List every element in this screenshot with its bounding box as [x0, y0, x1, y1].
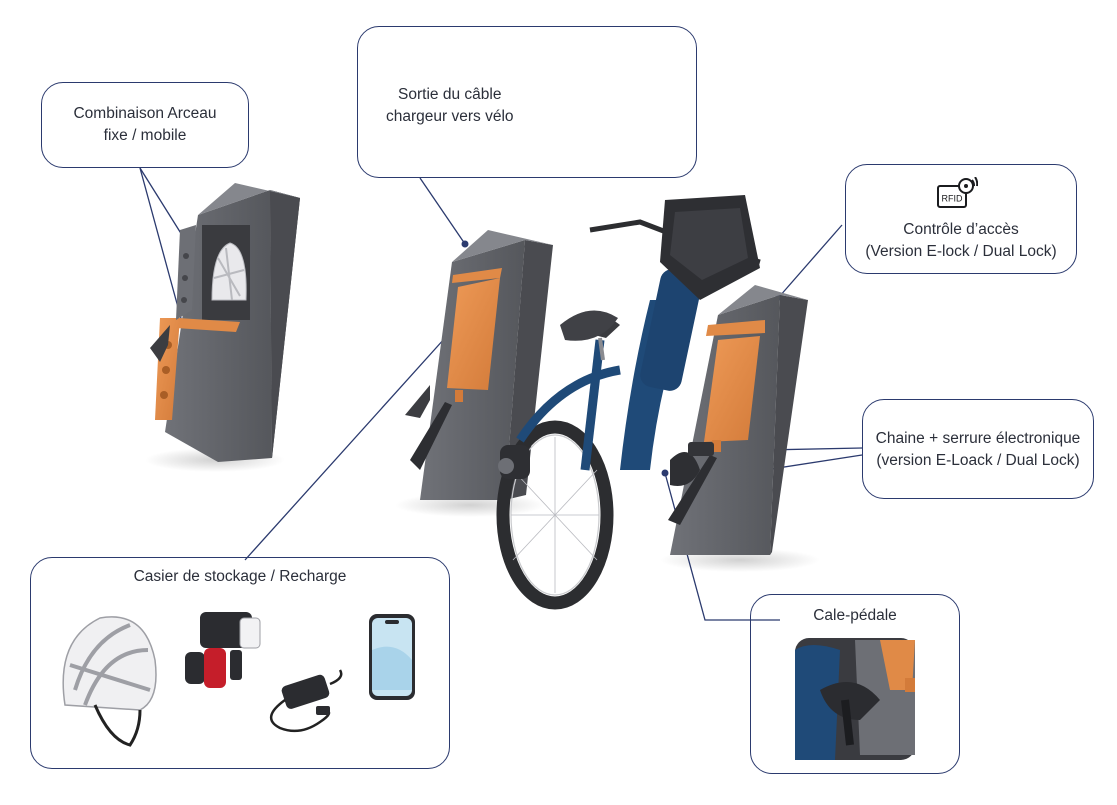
- callout-cable-line1: Sortie du câble: [398, 86, 502, 103]
- callout-access-line2: (Version E-lock / Dual Lock): [865, 243, 1057, 260]
- helmet-item: [62, 616, 157, 747]
- callout-locker: Casier de stockage / Recharge: [30, 557, 450, 769]
- callout-chain-label: Chaine + serrure électronique (version E…: [863, 428, 1093, 472]
- callout-access-line1: Contrôle d’accès: [903, 221, 1019, 238]
- callout-chain-line2: (version E-Loack / Dual Lock): [876, 452, 1080, 469]
- callout-chain: Chaine + serrure électronique (version E…: [862, 399, 1094, 499]
- callout-locker-title: Casier de stockage / Recharge: [133, 568, 347, 585]
- terminal-bike: [660, 285, 820, 572]
- terminal-locker: [395, 230, 553, 517]
- terminal-arceau: [145, 183, 300, 472]
- callout-arceau: Combinaison Arceau fixe / mobile: [41, 82, 249, 168]
- helmet-stored: [211, 242, 247, 301]
- callout-cable: Sortie du câble chargeur vers vélo: [357, 26, 697, 178]
- callout-access: RFID Contrôle d’accès (Version E-lock / …: [845, 164, 1077, 274]
- svg-text:RFID: RFID: [942, 194, 963, 204]
- callout-access-label: Contrôle d’accès (Version E-lock / Dual …: [846, 219, 1076, 263]
- callout-arceau-label: Combinaison Arceau fixe / mobile: [42, 103, 248, 147]
- electric-bicycle: [496, 195, 761, 610]
- charger-item: [270, 669, 343, 733]
- smartphone-item: [369, 614, 415, 700]
- callout-cable-label: Sortie du câble chargeur vers vélo: [386, 84, 514, 128]
- callout-pedal: Cale-pédale: [750, 594, 960, 774]
- bike-light-item: [185, 612, 261, 688]
- callout-cable-line2: chargeur vers vélo: [386, 108, 514, 125]
- callout-chain-line1: Chaine + serrure électronique: [875, 430, 1081, 447]
- callout-pedal-title: Cale-pédale: [813, 607, 897, 624]
- pedal-lock-detail: [795, 638, 915, 760]
- callout-arceau-line2: fixe / mobile: [103, 127, 187, 144]
- rfid-icon: RFID: [937, 177, 978, 208]
- callout-arceau-line1: Combinaison Arceau: [73, 105, 217, 122]
